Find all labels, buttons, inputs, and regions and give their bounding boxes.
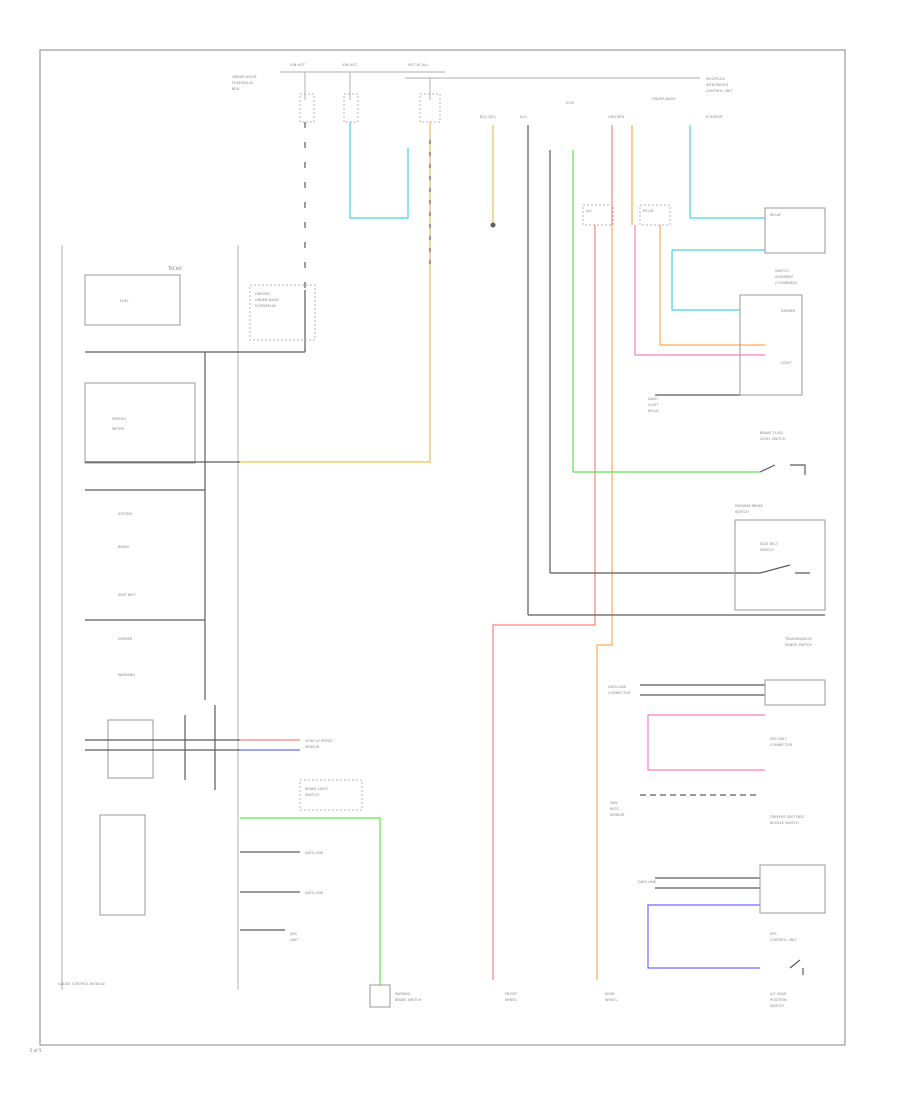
svg-text:MULTIPLEX: MULTIPLEX [706,77,725,81]
svg-text:(COMBINED): (COMBINED) [775,281,798,285]
svg-text:ASSEMBLY: ASSEMBLY [775,275,794,279]
svg-text:RELAY: RELAY [643,209,655,213]
module-connectors: DRIVERS UNDER-DASH FUSE/RELAY VEHICLE SP… [240,284,618,1008]
svg-text:UNIT: UNIT [290,938,299,942]
svg-text:DIMMER: DIMMER [781,309,796,313]
svg-text:TRANSMISSION: TRANSMISSION [784,637,812,641]
svg-text:RELAY: RELAY [648,409,660,413]
svg-text:SEAT BELT: SEAT BELT [760,542,779,546]
svg-text:EPS: EPS [770,932,777,936]
svg-text:WHEEL: WHEEL [605,998,618,1002]
svg-text:RELAY: RELAY [770,213,782,217]
svg-text:WARNING: WARNING [118,673,135,677]
svg-text:TACHO: TACHO [167,266,182,271]
svg-text:GRN RED: GRN RED [608,115,625,119]
svg-text:HOT AT ALL: HOT AT ALL [408,63,428,67]
diagram-frame [39,49,846,1046]
svg-text:BRAKE LIGHT: BRAKE LIGHT [305,787,329,791]
svg-text:UNDER-HOOD: UNDER-HOOD [232,75,257,79]
svg-text:SWITCH: SWITCH [770,1004,784,1008]
svg-text:DATA LINK: DATA LINK [305,851,324,855]
svg-text:SYSTEM: SYSTEM [118,512,132,516]
svg-text:BRAKE SWITCH: BRAKE SWITCH [395,998,422,1002]
fuse-wires [240,122,691,615]
svg-text:DATA LINK: DATA LINK [608,685,627,689]
svg-text:LEVEL SWITCH: LEVEL SWITCH [760,437,786,441]
svg-text:DIMMER: DIMMER [118,637,133,641]
svg-text:DATA LINK: DATA LINK [638,880,657,884]
svg-text:PARKING BRAKE: PARKING BRAKE [735,504,763,508]
svg-text:CONTROL UNIT: CONTROL UNIT [770,938,797,942]
svg-text:CONTROL UNIT: CONTROL UNIT [706,89,733,93]
svg-text:IGN HOT: IGN HOT [290,63,306,67]
svg-text:UNDER-DASH: UNDER-DASH [652,97,676,101]
svg-text:BUCKLE SWITCH: BUCKLE SWITCH [770,821,799,825]
svg-text:SPEEDO: SPEEDO [112,417,126,421]
svg-text:SWITCH: SWITCH [760,548,774,552]
svg-text:SWITCH: SWITCH [775,269,789,273]
svg-text:BRAKE FLUID: BRAKE FLUID [760,431,783,435]
switch-group: BRAKE FLUID LEVEL SWITCH PARKING BRAKE S… [528,431,826,647]
svg-text:ECM: ECM [566,101,574,105]
svg-text:METER: METER [112,427,125,431]
svg-text:PARKING: PARKING [395,992,411,996]
svg-text:RATE: RATE [610,807,619,811]
svg-text:FUSE/RELAY: FUSE/RELAY [232,81,254,85]
svg-text:WHEEL: WHEEL [505,998,518,1002]
svg-text:CONNECTOR: CONNECTOR [770,743,793,747]
relay-group: A/C RELAY RELAY SWITCH ASSEMBLY (COMBINE… [492,204,826,980]
svg-text:DRIVERS: DRIVERS [255,292,271,296]
svg-text:FRONT: FRONT [505,992,518,996]
svg-text:SEAT BELT: SEAT BELT [118,593,137,597]
svg-text:A(1): A(1) [520,115,528,119]
svg-text:SWITCH: SWITCH [735,510,749,514]
svg-text:FUSE/RELAY: FUSE/RELAY [255,304,277,308]
svg-text:SWITCH: SWITCH [305,793,319,797]
svg-text:INTEGRATED: INTEGRATED [706,83,728,87]
svg-text:B(1) B(2): B(1) B(2) [480,115,496,119]
svg-text:REAR: REAR [605,992,615,996]
svg-text:LIGHT: LIGHT [781,361,792,365]
svg-text:A/C: A/C [586,209,593,213]
gauge-control-module: TACHO FUEL SPEEDO METER SYSTEM BRAKE SEA… [58,245,240,990]
lower-right-connectors: DATA LINK CONNECTOR SRS UNIT CONNECTOR Y… [608,679,826,1008]
svg-text:GAUGE CONTROL MODULE: GAUGE CONTROL MODULE [58,982,105,986]
fuse-header: IGN HOT IGN HOT HOT AT ALL UNDER-HOOD FU… [232,63,733,123]
svg-text:FUEL: FUEL [120,299,129,303]
svg-text:BOX: BOX [232,87,240,91]
svg-text:BRAKE: BRAKE [118,545,130,549]
svg-text:CONNECTOR: CONNECTOR [608,691,631,695]
svg-text:SENSOR: SENSOR [610,813,625,817]
svg-text:POSITION: POSITION [770,998,787,1002]
svg-text:SRS UNIT: SRS UNIT [770,737,787,741]
svg-text:A/T GEAR: A/T GEAR [770,992,787,996]
svg-text:LIGHT: LIGHT [648,403,659,407]
svg-text:VEHICLE SPEED: VEHICLE SPEED [305,739,333,743]
svg-text:YAW: YAW [610,801,618,805]
svg-text:ECM/PCM: ECM/PCM [706,115,722,119]
svg-text:SRS: SRS [290,932,298,936]
svg-text:DASH: DASH [648,397,658,401]
svg-text:UNDER-DASH: UNDER-DASH [255,298,279,302]
svg-text:IGN HOT: IGN HOT [342,63,358,67]
svg-text:SENSOR: SENSOR [305,745,320,749]
svg-text:DATA LINK: DATA LINK [305,891,324,895]
svg-text:DRIVERS SEAT BELT: DRIVERS SEAT BELT [770,815,805,819]
svg-text:RANGE SWITCH: RANGE SWITCH [785,643,812,647]
page-number: 5 of 5 [30,1048,42,1053]
